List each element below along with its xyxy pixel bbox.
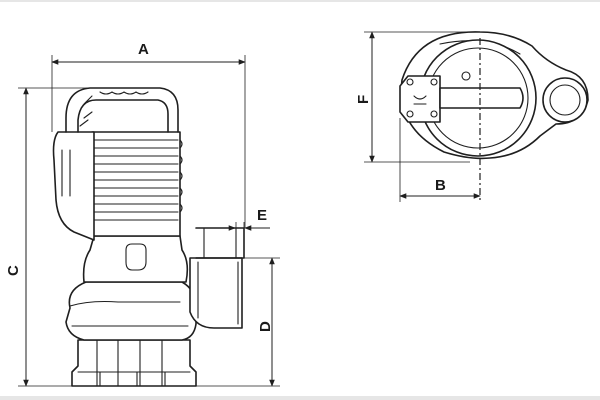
float-switch-housing (52, 131, 95, 241)
discharge-elbow (189, 227, 245, 329)
pump-volute (65, 281, 197, 341)
pump-top-view (399, 31, 589, 200)
dimension-A: A (51, 41, 246, 228)
bottom-frame-rule (0, 396, 600, 400)
top-frame-rule (0, 0, 600, 2)
pump-neck (82, 235, 189, 283)
dimension-E: E (214, 207, 270, 232)
pump-base (71, 339, 197, 387)
dimension-label-e: E (257, 207, 267, 224)
dimension-D: D (196, 257, 280, 387)
dimension-F: F (355, 31, 480, 163)
dimension-label-d: D (257, 321, 274, 332)
handle-top (399, 75, 524, 123)
discharge-outlet-top (542, 77, 588, 123)
dimension-label-b: B (435, 177, 446, 194)
dimension-label-c: C (5, 265, 22, 276)
dimension-label-f: F (355, 95, 372, 104)
motor-housing (89, 131, 183, 237)
pump-side-view (52, 87, 245, 387)
dimension-C: C (5, 87, 90, 387)
dimension-B: B (399, 118, 481, 202)
dimension-label-a: A (138, 41, 149, 58)
carry-handle (65, 87, 179, 133)
